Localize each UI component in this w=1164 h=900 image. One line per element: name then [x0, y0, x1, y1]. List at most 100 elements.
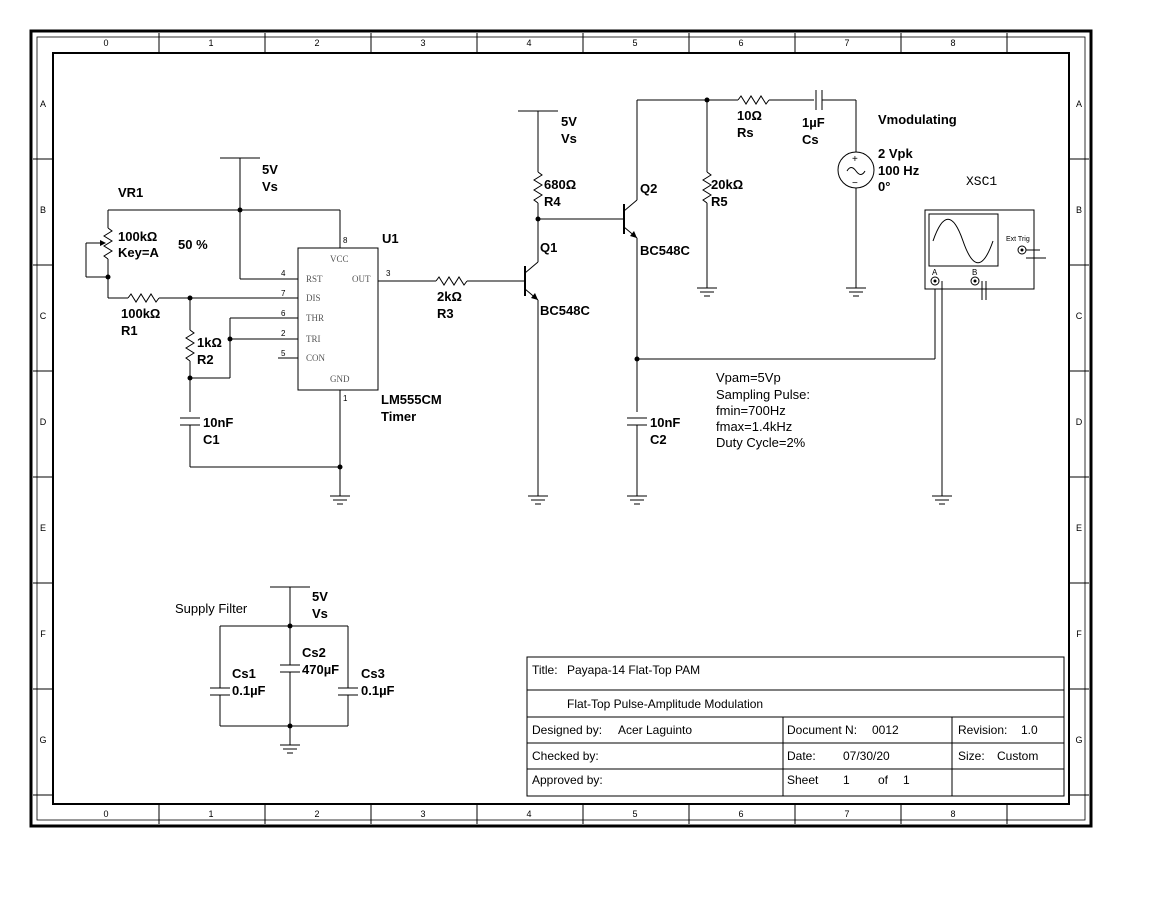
vs-name: Vs [262, 179, 278, 194]
timer-section: 5V Vs VR1 100kΩ Key=A 50 % [85, 157, 442, 505]
size-value: Custom [997, 749, 1038, 763]
supply-filter-label: Supply Filter [175, 601, 248, 616]
ground-symbol [330, 495, 350, 505]
designed-by-value: Acer Laguinto [618, 723, 692, 737]
resistor-r4: 680Ω R4 [533, 171, 576, 262]
resistor-r3: 2kΩ R3 [378, 276, 525, 321]
cs-value: 1µF [802, 115, 825, 130]
capacitor-c2: 10nF C2 [627, 415, 680, 496]
cs3-ref: Cs3 [361, 666, 385, 681]
vr1-value: 100kΩ [118, 229, 157, 244]
row-label-right: C [1076, 311, 1083, 321]
cs2-ref: Cs2 [302, 645, 326, 660]
date-label: Date: [787, 749, 816, 763]
title-block: Title: Payapa-14 Flat-Top PAM Flat-Top P… [526, 656, 1065, 797]
col-label-bottom: 2 [314, 809, 319, 819]
pin-number: 5 [281, 349, 286, 358]
u1-ref: U1 [382, 231, 399, 246]
col-label-bottom: 1 [208, 809, 213, 819]
vs-name: Vs [561, 131, 577, 146]
col-label-top: 0 [103, 38, 108, 48]
c1-ref: C1 [203, 432, 220, 447]
vs-supply-timer: 5V Vs [220, 157, 278, 210]
r4-ref: R4 [544, 194, 561, 209]
q1-ref: Q1 [540, 240, 557, 255]
row-label-left: F [40, 629, 46, 639]
date-value: 07/30/20 [843, 749, 890, 763]
resistor-r5: 20kΩ R5 [702, 100, 743, 288]
r3-value: 2kΩ [437, 289, 462, 304]
vs-name: Vs [312, 606, 328, 621]
designed-by-label: Designed by: [532, 723, 602, 737]
document-value: 0012 [872, 723, 899, 737]
c2-ref: C2 [650, 432, 667, 447]
transistor-q2: Q2 BC548C [623, 100, 690, 412]
pin-number: 1 [343, 394, 348, 403]
ac-source-vmodulating: + − Vmodulating 2 Vpk 100 Hz 0° [837, 112, 957, 288]
resistor-r2: 1kΩ R2 [185, 298, 222, 412]
cs-ref: Cs [802, 132, 819, 147]
oscilloscope-xsc1: XSC1 Ext Trig A B [924, 174, 1046, 496]
ground-symbol [932, 495, 952, 505]
col-label-top: 5 [632, 38, 637, 48]
pin-thr: THR [306, 313, 324, 323]
vs-supply-q1: 5V Vs [518, 110, 577, 172]
row-label-left: G [39, 735, 46, 745]
u1-part: LM555CM [381, 392, 442, 407]
ground-symbol [528, 495, 548, 505]
r2-ref: R2 [197, 352, 214, 367]
row-label-left: E [40, 523, 46, 533]
row-label-left: D [40, 417, 47, 427]
vr1-ref: VR1 [118, 185, 143, 200]
row-label-left: B [40, 205, 46, 215]
cs2-value: 470µF [302, 662, 339, 677]
of-label: of [878, 773, 889, 787]
row-label-left: C [40, 311, 47, 321]
row-label-right: G [1075, 735, 1082, 745]
pin-number: 4 [281, 269, 286, 278]
u1-type: Timer [381, 409, 416, 424]
r1-value: 100kΩ [121, 306, 160, 321]
row-label-right: A [1076, 99, 1082, 109]
note-line: fmax=1.4kHz [716, 419, 792, 434]
q2-ref: Q2 [640, 181, 657, 196]
col-label-bottom: 5 [632, 809, 637, 819]
r2-value: 1kΩ [197, 335, 222, 350]
r3-ref: R3 [437, 306, 454, 321]
note-line: Vpam=5Vp [716, 370, 781, 385]
ground-symbol [280, 744, 300, 754]
col-label-top: 8 [950, 38, 955, 48]
vmod-name: Vmodulating [878, 112, 957, 127]
pin-con: CON [306, 353, 326, 363]
row-label-right: B [1076, 205, 1082, 215]
col-label-bottom: 6 [738, 809, 743, 819]
cs3-value: 0.1µF [361, 683, 395, 698]
col-label-bottom: 3 [420, 809, 425, 819]
size-label: Size: [958, 749, 985, 763]
r4-value: 680Ω [544, 177, 576, 192]
note-line: Sampling Pulse: [716, 387, 810, 402]
col-label-top: 2 [314, 38, 319, 48]
col-label-top: 1 [208, 38, 213, 48]
col-label-top: 4 [526, 38, 531, 48]
q2-part: BC548C [640, 243, 690, 258]
vr1-setting: 50 % [178, 237, 208, 252]
plus-icon: + [852, 154, 858, 165]
switch-section: 2kΩ R3 5V Vs 680Ω R4 Q1 BC548C [378, 90, 957, 505]
sheet-value: 1 [843, 773, 850, 787]
vs-voltage: 5V [262, 162, 278, 177]
row-label-right: E [1076, 523, 1082, 533]
transistor-q1: Q1 BC548C [524, 240, 590, 496]
supply-filter: Supply Filter 5V Vs Cs1 0.1µF Cs2 470µF … [175, 586, 395, 754]
document-label: Document N: [787, 723, 857, 737]
col-label-top: 3 [420, 38, 425, 48]
pin-number: 8 [343, 236, 348, 245]
resistor-r1: 100kΩ R1 [108, 293, 298, 338]
potentiometer-vr1: VR1 100kΩ Key=A 50 % [85, 185, 208, 298]
sheet-border: 0 1 2 3 4 5 6 7 8 0 1 2 3 4 5 6 7 8 A B … [29, 29, 1093, 828]
minus-icon: − [852, 178, 858, 189]
ic-u1-lm555: VCC RST DIS THR TRI CON GND OUT 8 4 7 6 … [281, 231, 442, 424]
cs1-ref: Cs1 [232, 666, 256, 681]
ground-symbol [627, 495, 647, 505]
